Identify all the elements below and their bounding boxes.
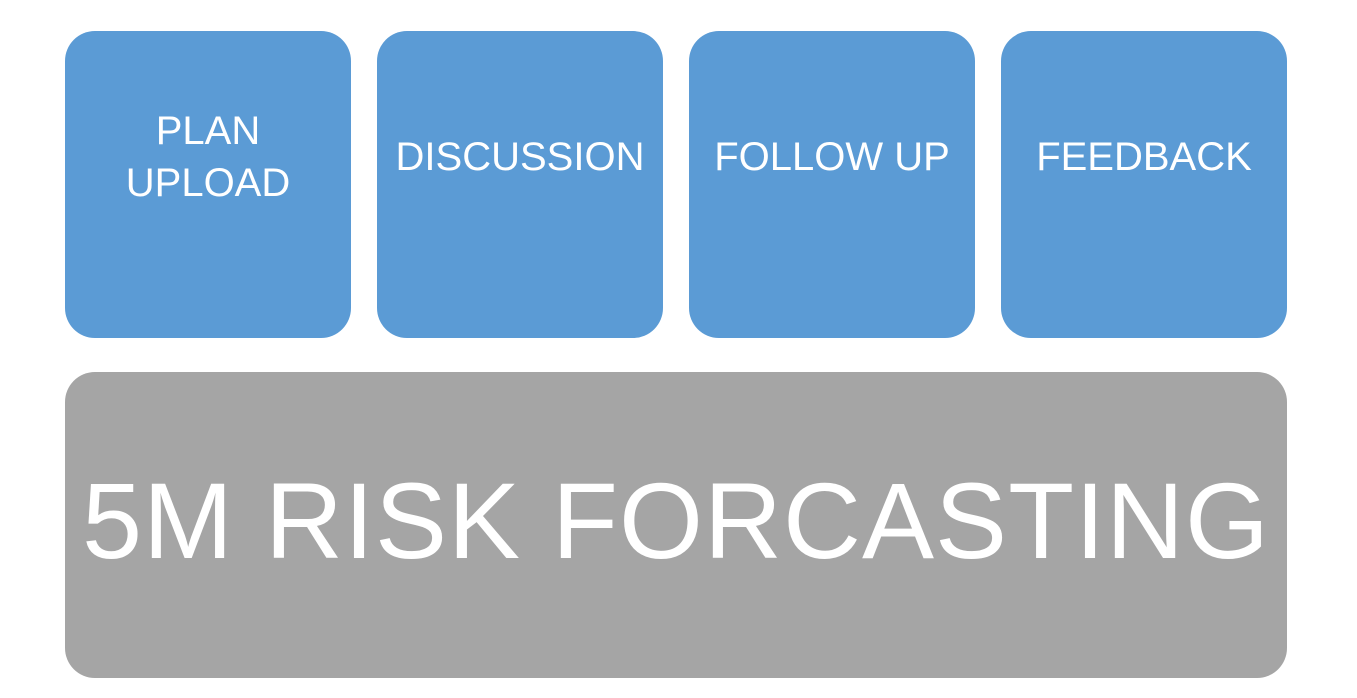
step-box-follow-up: FOLLOW UP [689, 31, 975, 338]
step-label: DISCUSSION [395, 134, 645, 179]
step-box-feedback: FEEDBACK [1001, 31, 1287, 338]
foundation-banner: 5M RISK FORCASTING [65, 372, 1287, 678]
step-label: FOLLOW UP [714, 134, 950, 179]
step-box-plan-upload: PLAN UPLOAD [65, 31, 351, 338]
banner-label: 5M RISK FORCASTING [81, 459, 1271, 581]
step-label: FEEDBACK [1036, 134, 1252, 179]
step-box-discussion: DISCUSSION [377, 31, 663, 338]
step-label: PLAN UPLOAD [125, 108, 291, 205]
